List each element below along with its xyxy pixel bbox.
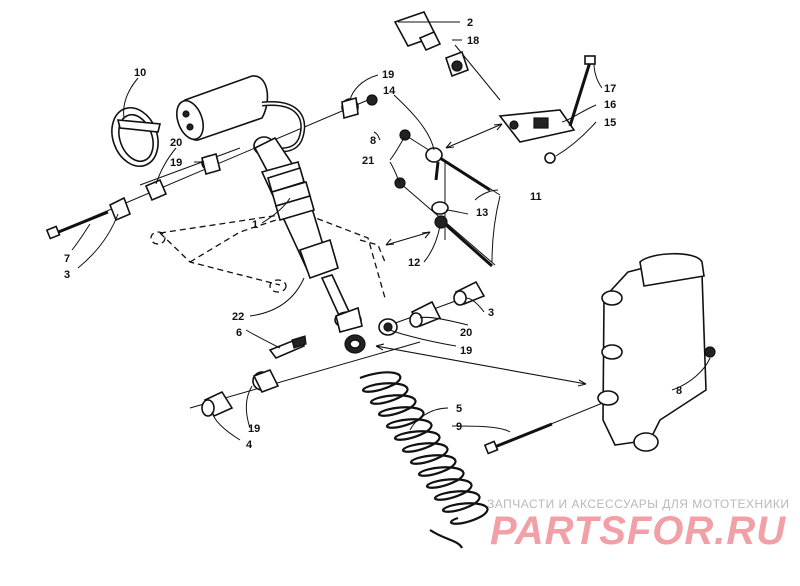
callout-19-bottom: 19 xyxy=(248,423,260,435)
callout-labels: 2 18 10 19 14 17 16 15 8 21 20 19 11 13 … xyxy=(64,17,682,451)
watermark-tagline: ЗАПЧАСТИ И АКСЕССУАРЫ ДЛЯ МОТОТЕХНИКИ xyxy=(487,497,789,511)
callout-20-left: 20 xyxy=(170,137,182,149)
callout-15: 15 xyxy=(604,117,616,129)
watermark: ЗАПЧАСТИ И АКСЕССУАРЫ ДЛЯ МОТОТЕХНИКИ PA… xyxy=(487,497,789,553)
leader-lines xyxy=(71,21,711,441)
callout-4: 4 xyxy=(246,439,253,451)
callout-22: 22 xyxy=(232,311,244,323)
upper-linkage xyxy=(393,11,596,268)
callout-18: 18 xyxy=(467,35,479,47)
callout-10: 10 xyxy=(134,67,146,79)
callout-2: 2 xyxy=(467,17,473,29)
reservoir-assembly xyxy=(111,75,306,167)
callout-9: 9 xyxy=(456,421,462,433)
shock-body xyxy=(253,136,362,329)
callout-5: 5 xyxy=(456,403,462,415)
a-arm-outline xyxy=(150,211,386,299)
callout-21: 21 xyxy=(362,155,374,167)
upper-bushings xyxy=(45,94,378,240)
callout-12: 12 xyxy=(408,257,420,269)
spindle xyxy=(483,252,716,455)
callout-20-right: 20 xyxy=(460,327,472,339)
callout-19-left: 19 xyxy=(170,157,182,169)
callout-3-left: 3 xyxy=(64,269,70,281)
callout-14: 14 xyxy=(383,85,396,97)
lower-bushings xyxy=(201,280,486,418)
spring-seat xyxy=(335,306,363,333)
callout-13: 13 xyxy=(476,207,488,219)
callout-1: 1 xyxy=(252,219,258,231)
callout-8-right: 8 xyxy=(676,385,682,397)
callout-19-right: 19 xyxy=(460,345,472,357)
reference-arrows xyxy=(375,123,587,387)
callout-19-top: 19 xyxy=(382,69,394,81)
watermark-logo: PARTSFOR.RU xyxy=(490,509,786,553)
callout-3-right: 3 xyxy=(488,307,494,319)
coil-spring xyxy=(359,371,489,549)
callout-7: 7 xyxy=(64,253,70,265)
callout-16: 16 xyxy=(604,99,616,111)
callout-11: 11 xyxy=(530,191,542,203)
callout-6: 6 xyxy=(236,327,242,339)
callout-8-top: 8 xyxy=(370,135,376,147)
callout-17: 17 xyxy=(604,83,616,95)
